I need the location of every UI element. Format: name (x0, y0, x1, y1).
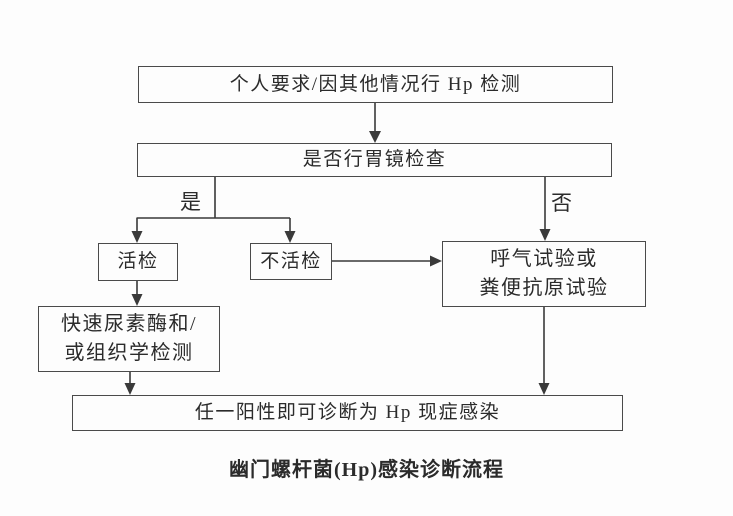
node-biopsy-label: 活检 (117, 251, 159, 273)
edge-label-yes: 是 (180, 190, 201, 214)
flowchart-caption: 幽门螺杆菌(Hp)感染诊断流程 (229, 459, 504, 481)
node-no-biopsy-label: 不活检 (260, 250, 322, 272)
node-breath-stool-test: 呼气试验或 粪便抗原试验 (442, 241, 646, 307)
node-diagnosis-label: 任一阳性即可诊断为 Hp 现症感染 (194, 402, 501, 424)
node-request-label: 个人要求/因其他情况行 Hp 检测 (229, 73, 522, 95)
arrow-nobiopsy-to-breath-head (430, 255, 442, 267)
node-breath-line1: 呼气试验或 (490, 248, 598, 270)
node-gastroscopy-label: 是否行胃镜检查 (302, 149, 447, 171)
node-no-biopsy: 不活检 (250, 243, 332, 280)
node-urease-line1: 快速尿素酶和/ (60, 313, 198, 335)
node-breath-line2: 粪便抗原试验 (479, 277, 609, 299)
arrow-to-biopsy-head (131, 231, 143, 243)
node-urease-line2: 或组织学检测 (64, 342, 194, 364)
edge-label-no: 否 (551, 191, 572, 215)
arrow-biopsy-to-urease-head (131, 294, 143, 306)
arrow-breath-to-diagnosis-head (538, 383, 550, 395)
node-request-hp-test: 个人要求/因其他情况行 Hp 检测 (138, 66, 613, 103)
node-gastroscopy-decision: 是否行胃镜检查 (137, 143, 612, 177)
node-urease-histology-test: 快速尿素酶和/ 或组织学检测 (38, 306, 220, 372)
no-branch-head (539, 229, 551, 241)
node-biopsy: 活检 (98, 243, 178, 281)
arrow-urease-to-diagnosis-head (124, 383, 136, 395)
node-diagnosis-result: 任一阳性即可诊断为 Hp 现症感染 (72, 395, 623, 431)
arrow-request-to-gastroscopy-head (369, 131, 381, 143)
arrow-to-no-biopsy-head (284, 231, 296, 243)
